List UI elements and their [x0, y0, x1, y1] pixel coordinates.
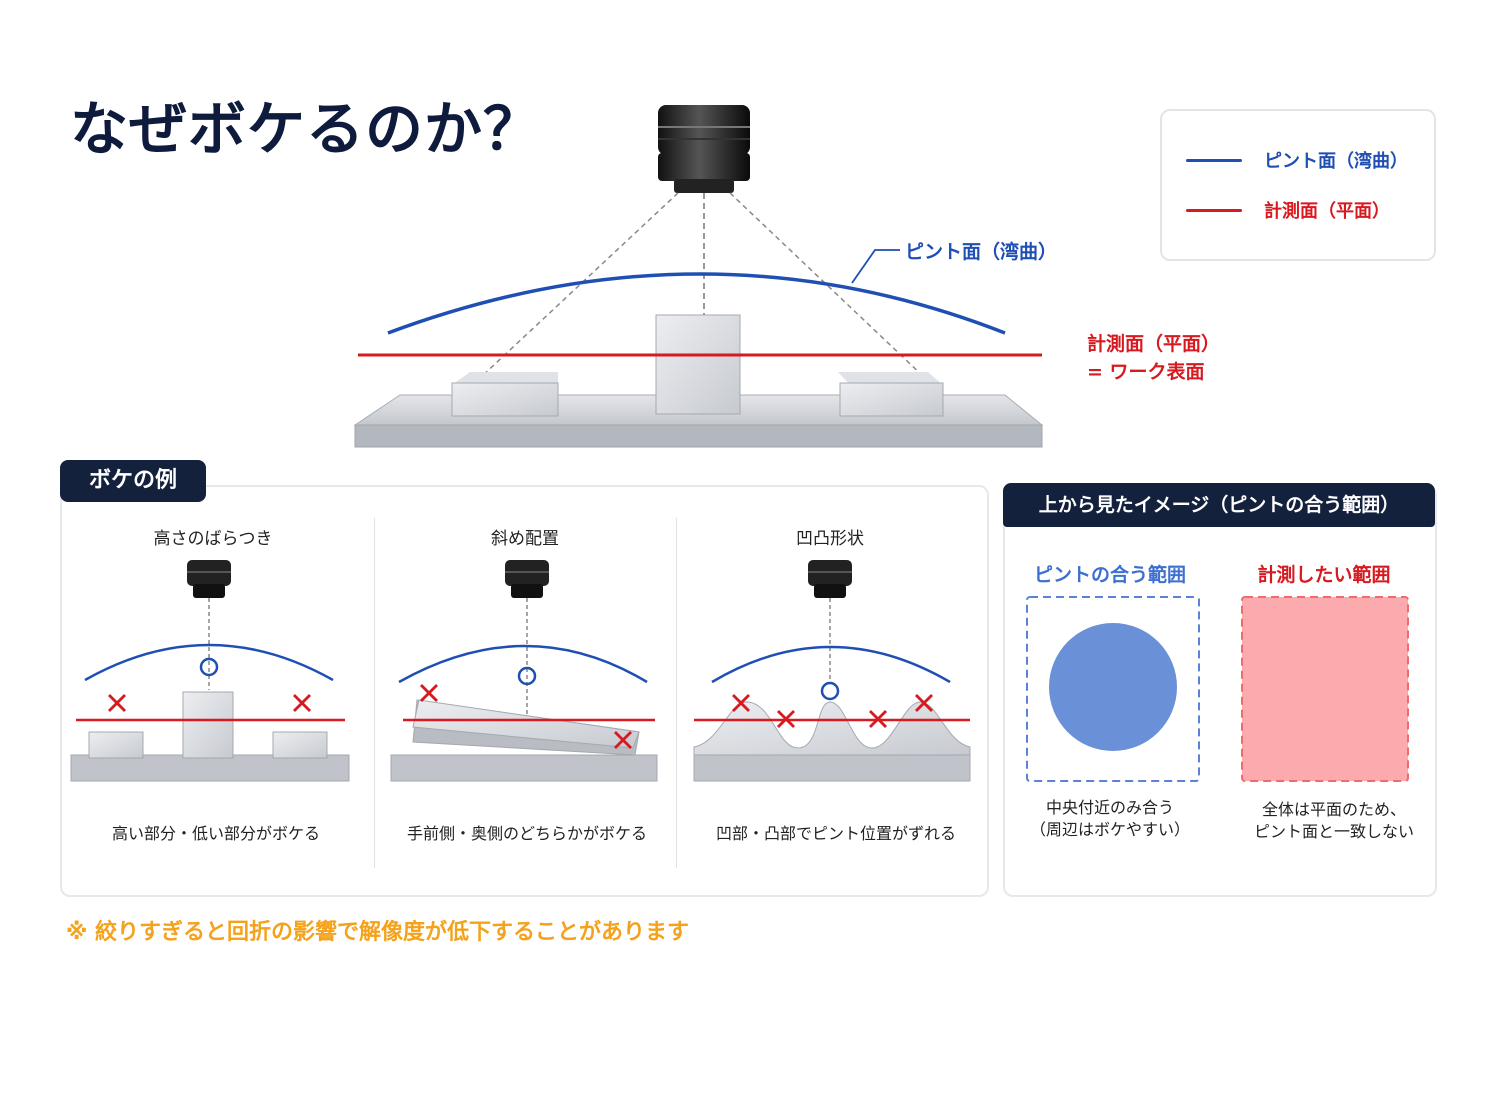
in-focus-circle-icon [517, 666, 537, 686]
focus-plane-label: ピント面（湾曲） [905, 241, 1058, 263]
legend-label-focus: ピント面（湾曲） [1264, 151, 1408, 172]
focus-label-leader [851, 249, 900, 284]
out-of-focus-x-icon [293, 694, 311, 712]
legend-item-focus: ピント面（湾曲） [1186, 147, 1408, 173]
work-surface-label: = ワーク表面 [1087, 361, 1205, 383]
column-divider [374, 518, 375, 868]
camera-lens-icon [505, 560, 549, 598]
column-divider [676, 518, 677, 868]
example-desc-uneven-shape: 凹部・凸部でピント位置がずれる [715, 824, 956, 843]
focus-range-label: ピントの合う範囲 [1033, 564, 1186, 586]
out-of-focus-x-icon [108, 694, 126, 712]
work-block-left [451, 372, 559, 417]
legend: ピント面（湾曲） 計測面（平面） [1160, 109, 1436, 261]
footnote: ※ 絞りすぎると回折の影響で解像度が低下することがあります [66, 920, 690, 945]
example-diagram-tilted-placement [390, 560, 658, 782]
example-title-tilted-placement: 斜め配置 [491, 529, 559, 549]
page-title: なぜボケるのか？ [70, 95, 543, 163]
measure-range-label: 計測したい範囲 [1257, 564, 1391, 586]
main-focus-diagram [353, 105, 1044, 448]
in-focus-circle-icon [199, 657, 219, 677]
example-title-uneven-shape: 凹凸形状 [796, 529, 864, 549]
measurement-plane-label: 計測面（平面） [1087, 333, 1221, 355]
out-of-focus-x-icon [915, 694, 933, 712]
focus-plane-curve [387, 272, 1006, 335]
work-block-center [655, 314, 741, 415]
in-focus-circle-icon [820, 681, 840, 701]
focus-range-area [1026, 596, 1200, 782]
out-of-focus-x-icon [420, 684, 438, 702]
example-diagram-uneven-shape [693, 560, 971, 782]
examples-tag: ボケの例 [60, 460, 206, 502]
example-diagram-height-variation [70, 560, 350, 782]
out-of-focus-x-icon [869, 710, 887, 728]
out-of-focus-x-icon [614, 731, 632, 749]
legend-swatch-red [1186, 208, 1242, 212]
examples-panel [60, 485, 989, 897]
measure-range-desc-2: ピント面と一致しない [1253, 822, 1414, 841]
example-desc-tilted-placement: 手前側・奥側のどちらかがボケる [406, 824, 647, 843]
focus-range-desc-1: 中央付近のみ合う [1045, 798, 1174, 817]
camera-lens-icon [808, 560, 852, 598]
legend-item-measure: 計測面（平面） [1186, 197, 1390, 223]
legend-label-measure: 計測面（平面） [1264, 201, 1390, 222]
camera-lens-icon [187, 560, 231, 598]
out-of-focus-x-icon [732, 694, 750, 712]
out-of-focus-x-icon [777, 710, 795, 728]
focus-range-desc-2: （周辺はボケやすい） [1029, 820, 1190, 839]
example-title-height-variation: 高さのばらつき [153, 529, 273, 549]
view-cone-left [479, 192, 679, 379]
work-block-right [838, 372, 944, 417]
legend-swatch-blue [1186, 158, 1242, 162]
example-desc-height-variation: 高い部分・低い部分がボケる [111, 824, 320, 843]
focus-range-circle [1049, 623, 1177, 751]
measure-range-area [1241, 596, 1409, 782]
camera-lens-icon [658, 105, 750, 193]
measure-range-desc-1: 全体は平面のため、 [1261, 800, 1406, 819]
top-view-tag: 上から見たイメージ（ピントの合う範囲） [1003, 483, 1435, 527]
